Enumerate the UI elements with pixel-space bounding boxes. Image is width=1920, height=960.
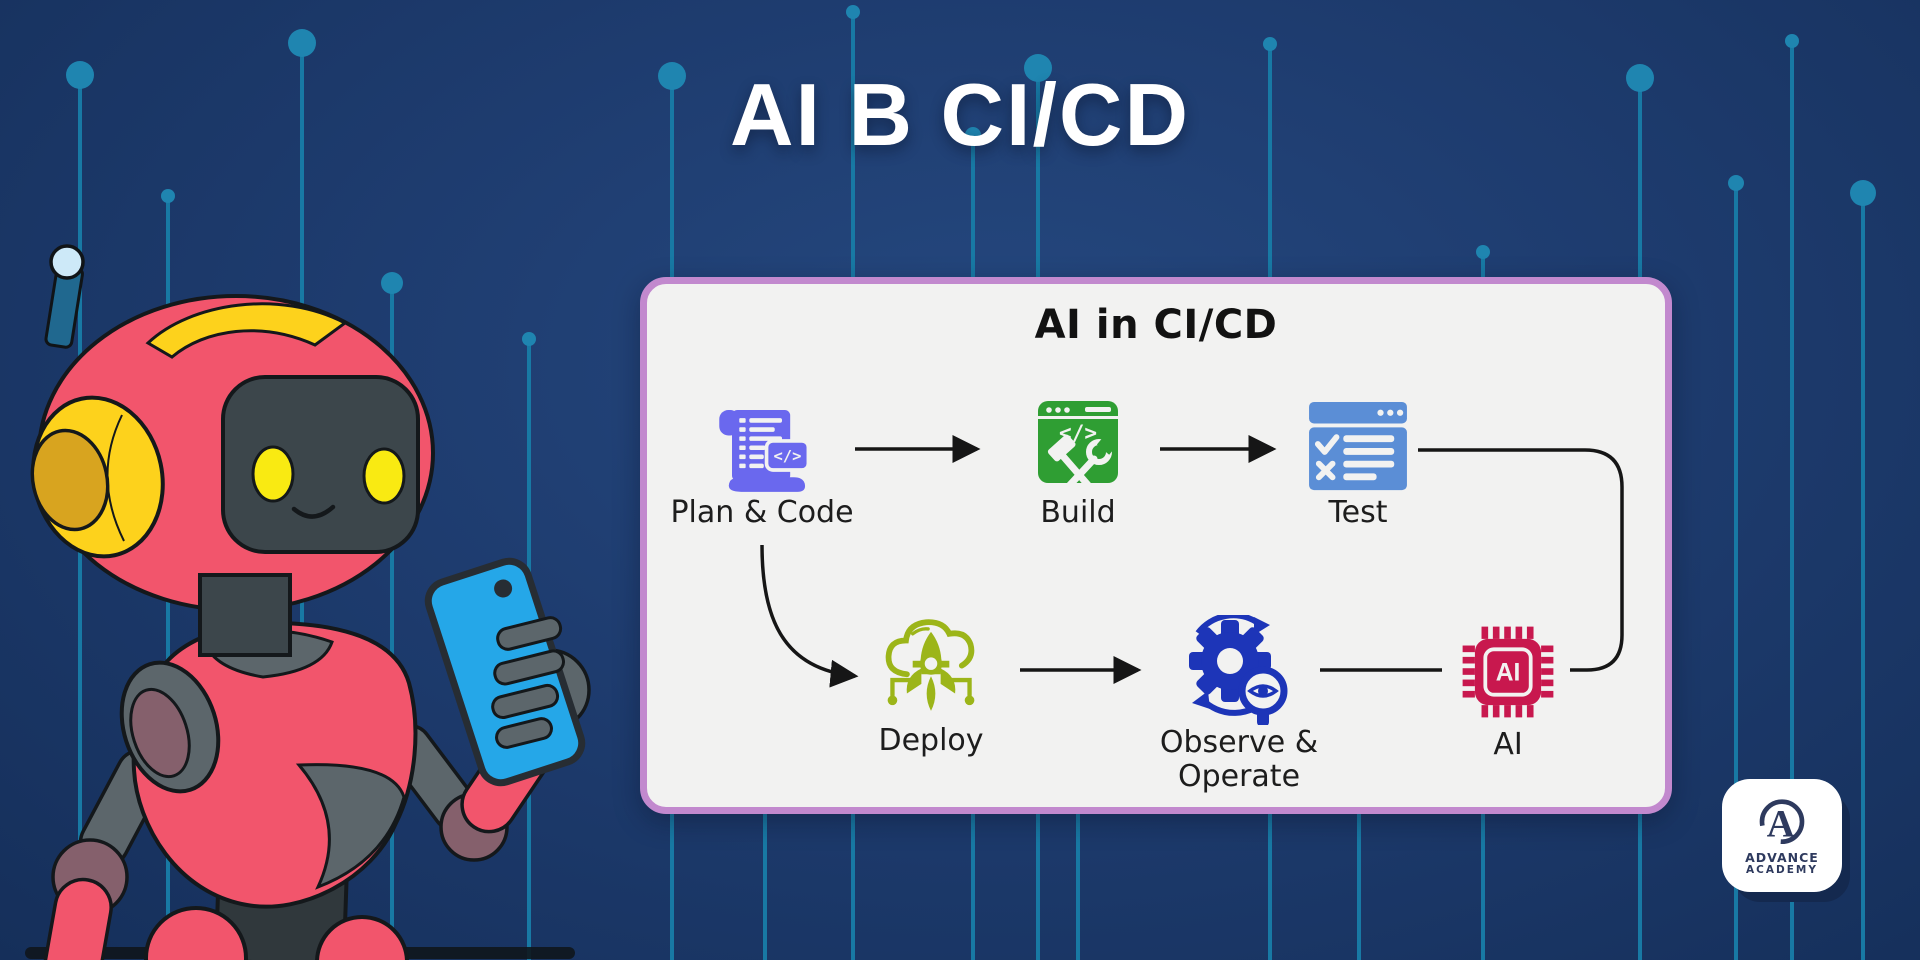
- code-scroll-icon: </>: [719, 410, 811, 492]
- robot-ear: [30, 395, 165, 559]
- node-label-plan-code: Plan & Code: [670, 495, 854, 530]
- gear-magnifier-eye-icon: [1189, 615, 1288, 725]
- logo-line1: ADVANCE: [1745, 850, 1819, 865]
- svg-text:</>: </>: [774, 447, 802, 465]
- robot-mascot-illustration: [25, 244, 591, 960]
- hip-right: [315, 915, 409, 960]
- node-label-observe-operate: Observe & Operate: [1099, 726, 1379, 794]
- robot-neck: [198, 573, 292, 657]
- ai-chip-icon: AI: [1462, 626, 1554, 718]
- hammer-wrench-glyph: [1047, 434, 1118, 491]
- observe-label-line1: Observe &: [1159, 725, 1319, 760]
- left-forearm: [42, 877, 113, 960]
- node-label-ai: AI: [1493, 727, 1523, 762]
- logo-line2: ACADEMY: [1746, 864, 1818, 876]
- antenna-ball: [49, 244, 85, 280]
- logo-monogram-mark: A: [1759, 799, 1805, 845]
- build-window-tools-icon: </>: [1038, 401, 1118, 491]
- node-label-deploy: Deploy: [878, 723, 984, 758]
- diagram-title: AI in CI/CD: [1034, 302, 1278, 348]
- robot-face-screen: [221, 375, 420, 554]
- phone-camera-dot: [494, 579, 513, 598]
- edge-test-to-ai: [1418, 448, 1624, 672]
- left-shoulder-joint: [129, 687, 191, 779]
- svg-text:A: A: [1767, 803, 1795, 845]
- robot-eye-right: [362, 447, 406, 505]
- node-label-build: Build: [1040, 495, 1116, 530]
- node-label-test: Test: [1328, 495, 1388, 530]
- head-stripe: [145, 302, 348, 359]
- magnifier-eye-glyph: [1238, 666, 1288, 725]
- flow-connectors: [760, 435, 1624, 688]
- belly-panel: [295, 763, 406, 890]
- svg-text:AI: AI: [1496, 660, 1521, 687]
- main-title: AI B CI/CD: [730, 65, 1190, 164]
- advance-academy-logo: A ADVANCE ACADEMY: [1722, 779, 1842, 892]
- robot-fingers: [491, 616, 565, 749]
- robot-smile: [291, 504, 336, 519]
- test-checklist-window-icon: [1309, 401, 1407, 491]
- robot-eye-left: [251, 445, 295, 503]
- diagram-panel: AI in CI/CD: [640, 277, 1672, 814]
- edge-plan-to-deploy: [760, 544, 859, 688]
- cloud-rocket-icon: [885, 619, 975, 711]
- observe-label-line2: Operate: [1177, 759, 1301, 794]
- hip-left: [144, 906, 248, 960]
